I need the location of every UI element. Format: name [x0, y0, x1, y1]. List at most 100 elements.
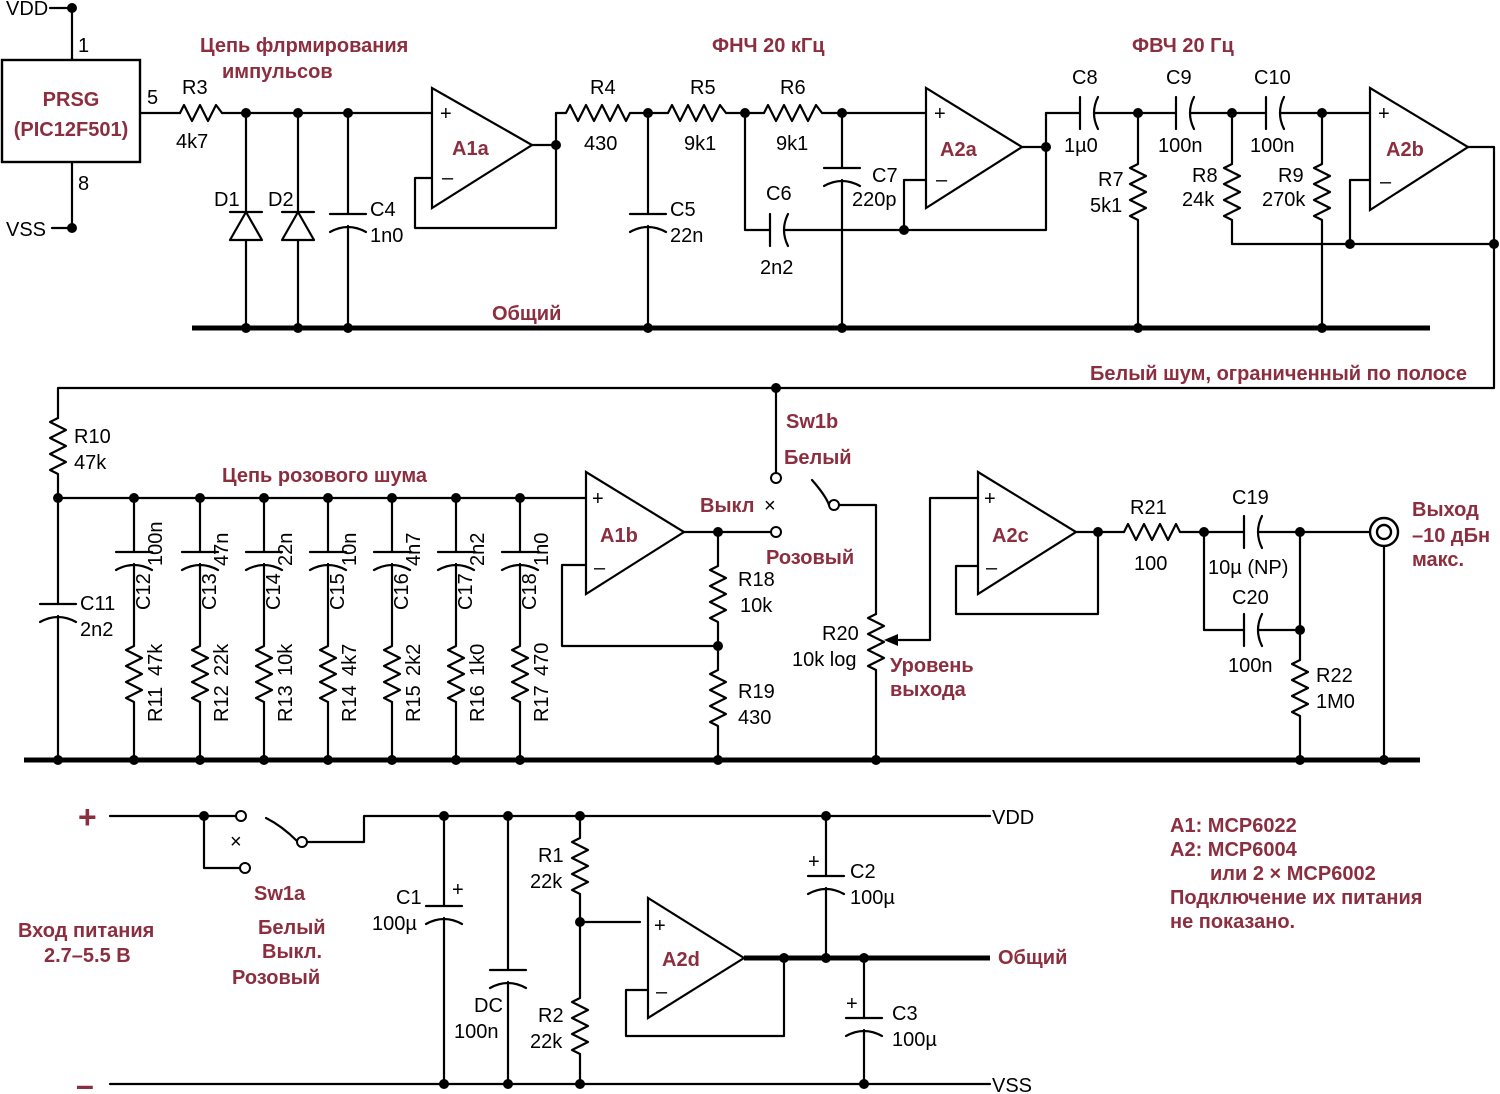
chip-name: PRSG: [43, 89, 100, 111]
opamp-a2a: A2a + –: [899, 86, 1051, 235]
svg-text:+: +: [808, 851, 820, 873]
svg-text:+: +: [846, 993, 858, 1015]
pink-network: C12100nR1147kC1347nR1222kC1422nR1310kC15…: [114, 493, 553, 765]
lpf-label: ФНЧ 20 кГц: [712, 35, 825, 57]
pink-cap-name: C12: [133, 573, 155, 610]
capacitor-c9: C9 100n: [1136, 67, 1234, 157]
ground-label: Общий: [492, 303, 561, 325]
c7-value: 220p: [852, 189, 897, 211]
d1-name: D1: [214, 189, 240, 211]
c3-name: C3: [892, 1003, 918, 1025]
d2-name: D2: [268, 189, 294, 211]
c4-name: C4: [370, 199, 396, 221]
resistor-r8: R8 24k: [1182, 111, 1496, 246]
r18-name: R18: [738, 569, 775, 591]
r10-value: 47k: [74, 452, 107, 474]
pink-label: Цепь розового шума: [222, 465, 428, 487]
sw1b-white: Белый: [784, 447, 852, 469]
sw1a-x: ×: [230, 831, 242, 853]
prsg-chip: PRSG (PIC12F501) 5: [0, 58, 158, 164]
r21-value: 100: [1134, 553, 1167, 575]
dc-value: 100n: [454, 1021, 499, 1043]
r21-name: R21: [1130, 497, 1167, 519]
sw1b-name: Sw1b: [786, 411, 838, 433]
a2d-label: A2d: [662, 949, 700, 971]
pink-res-name: R11: [145, 687, 167, 722]
svg-text:+: +: [452, 879, 464, 901]
c10-value: 100n: [1250, 135, 1295, 157]
c2-value: 100µ: [850, 887, 895, 909]
resistor-r2: R2 22k: [530, 920, 590, 1086]
svg-text:+: +: [654, 915, 666, 937]
resistor-r22: R22 1M0: [1290, 530, 1355, 762]
c8-value: 1µ0: [1064, 135, 1098, 157]
svg-text:+: +: [984, 488, 996, 510]
r8-name: R8: [1192, 165, 1218, 187]
r3-value: 4k7: [176, 131, 208, 153]
r19-value: 430: [738, 707, 771, 729]
power-input-label-1: Вход питания: [18, 920, 154, 942]
c20-name: C20: [1232, 587, 1269, 609]
pink-cap-name: C15: [327, 573, 349, 610]
switch-sw1a: × Sw1a Белый Выкл. Розовый: [108, 810, 992, 989]
c9-value: 100n: [1158, 135, 1203, 157]
r19-name: R19: [738, 681, 775, 703]
opamp-a1b: A1b + –: [560, 470, 772, 651]
r4-name: R4: [590, 77, 616, 99]
capacitor-c7: C7 220p: [822, 111, 898, 330]
resistor-r19: R19 430: [708, 644, 775, 762]
capacitor-dc: DC 100n: [454, 814, 528, 1086]
svg-text:–: –: [656, 981, 668, 1003]
note-a2-alt: или 2 × MCP6002: [1210, 863, 1376, 885]
r7-name: R7: [1098, 169, 1124, 191]
pink-res-name: R17: [531, 685, 553, 722]
minus-terminal: –: [76, 1067, 94, 1094]
output-label-2: –10 дБн: [1412, 525, 1490, 547]
white-noise-label: Белый шум, ограниченный по полосе: [1090, 363, 1467, 385]
opamp-a2b: A2b + –: [56, 86, 1499, 420]
resistor-r3: R3 4k7: [138, 77, 434, 153]
svg-text:+: +: [592, 488, 604, 510]
r9-name: R9: [1278, 165, 1304, 187]
sw1a-white: Белый: [258, 917, 326, 939]
c5-value: 22n: [670, 225, 703, 247]
svg-text:–: –: [594, 557, 606, 579]
opamp-a2c: A2c + –: [954, 470, 1126, 616]
sw1b-off: Выкл: [700, 495, 754, 517]
c11-value: 2n2: [80, 619, 113, 641]
pink-cap-value: 22n: [275, 533, 297, 566]
a2b-label: A2b: [1386, 139, 1424, 161]
level-label-2: выхода: [890, 679, 967, 701]
r1-name: R1: [538, 845, 564, 867]
pink-cap-value: 2n2: [467, 533, 489, 566]
pink-res-value: 1k0: [467, 644, 489, 676]
pink-res-name: R14: [339, 685, 361, 722]
pulse-shaper-label-2: импульсов: [222, 61, 333, 83]
capacitor-c6: C6 2n2: [743, 111, 906, 279]
capacitor-c4: C4 1n0: [328, 111, 403, 330]
c1-name: C1: [396, 887, 422, 909]
r2-name: R2: [538, 1005, 564, 1027]
pink-res-value: 22k: [211, 643, 233, 676]
c4-value: 1n0: [370, 225, 403, 247]
a2a-label: A2a: [940, 139, 978, 161]
resistor-r9: R9 270k: [1262, 111, 1332, 330]
pink-cap-name: C18: [519, 573, 541, 610]
pink-res-value: 2k2: [403, 644, 425, 676]
note-power-2: не показано.: [1170, 911, 1295, 933]
svg-text:–: –: [1380, 171, 1392, 193]
c19-name: C19: [1232, 487, 1269, 509]
svg-text:–: –: [986, 557, 998, 579]
power-input-label-2: 2.7–5.5 В: [44, 945, 131, 967]
pink-cap-name: C16: [391, 573, 413, 610]
vss-label: VSS: [6, 219, 46, 241]
sw1b-x: ×: [764, 495, 776, 517]
capacitor-c20: C20 100n: [1202, 530, 1302, 677]
pink-res-name: R16: [467, 685, 489, 722]
svg-text:+: +: [440, 103, 452, 125]
capacitor-c3: + C3 100µ: [844, 956, 937, 1086]
capacitor-c10: C10 100n: [1230, 67, 1372, 157]
svg-text:+: +: [1378, 103, 1390, 125]
pin5-label: 5: [147, 87, 158, 109]
